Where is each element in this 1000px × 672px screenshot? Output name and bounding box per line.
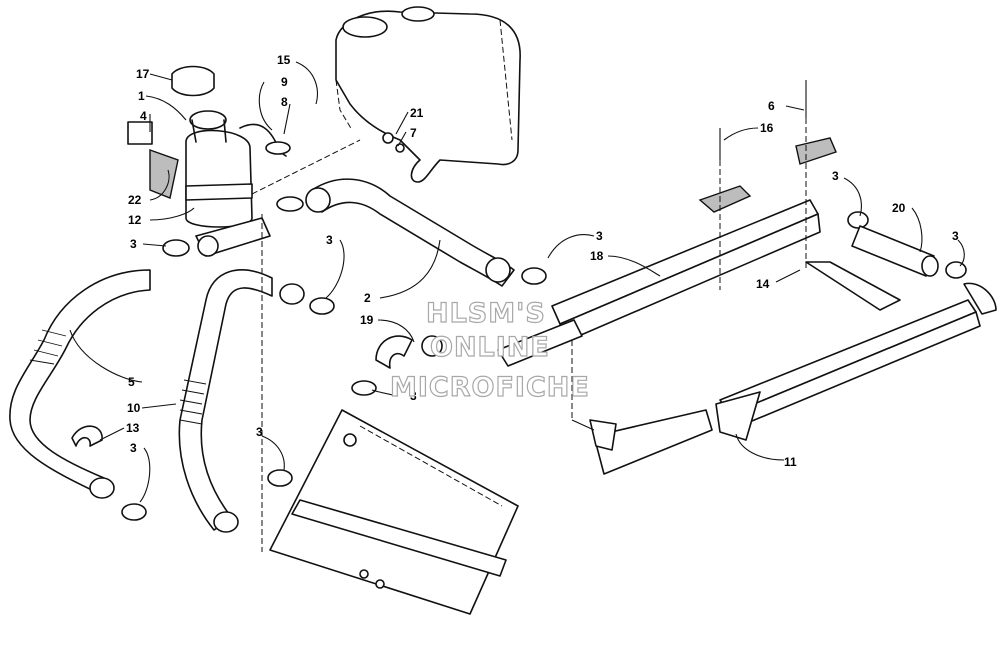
callout-1: 1 bbox=[138, 89, 145, 103]
callout-3: 3 bbox=[410, 389, 417, 403]
callout-20: 20 bbox=[892, 201, 906, 215]
callout-labels: 17 1 4 22 12 3 15 9 8 21 7 3 2 19 3 5 10… bbox=[126, 53, 959, 469]
leader-lines bbox=[69, 61, 965, 503]
callout-5: 5 bbox=[128, 375, 135, 389]
rear-heat-exchanger-14 bbox=[805, 261, 901, 311]
watermark-line-2: ONLINE bbox=[430, 332, 550, 363]
hose-5 bbox=[9, 269, 151, 499]
connector-hose-20 bbox=[851, 225, 939, 277]
callout-9: 9 bbox=[281, 75, 288, 89]
callout-3: 3 bbox=[832, 169, 839, 183]
hose-19 bbox=[375, 335, 413, 369]
heat-exchanger-rail-right bbox=[719, 282, 997, 427]
callout-3: 3 bbox=[130, 441, 137, 455]
callout-7: 7 bbox=[410, 126, 417, 140]
callout-3: 3 bbox=[130, 237, 137, 251]
callout-14: 14 bbox=[756, 277, 770, 291]
hose-10 bbox=[178, 269, 305, 533]
callout-4: 4 bbox=[140, 109, 147, 123]
heat-exchanger-panel bbox=[269, 409, 519, 615]
callout-13: 13 bbox=[126, 421, 140, 435]
callout-3: 3 bbox=[596, 229, 603, 243]
callout-18: 18 bbox=[590, 249, 604, 263]
callout-15: 15 bbox=[277, 53, 291, 67]
hose-2 bbox=[305, 178, 515, 287]
rail-bridge-plate bbox=[497, 319, 583, 367]
callout-10: 10 bbox=[127, 401, 141, 415]
surge-tank bbox=[127, 65, 287, 228]
callout-16: 16 bbox=[760, 121, 774, 135]
callout-2: 2 bbox=[364, 291, 371, 305]
rivets-and-pads bbox=[571, 80, 837, 431]
callout-19: 19 bbox=[360, 313, 374, 327]
callout-3: 3 bbox=[326, 233, 333, 247]
callout-12: 12 bbox=[128, 213, 142, 227]
callout-17: 17 bbox=[136, 67, 150, 81]
callout-11: 11 bbox=[784, 455, 797, 469]
watermark-line-1: HLSM'S bbox=[426, 298, 546, 329]
coolant-tank bbox=[335, 6, 521, 183]
watermark: HLSM'S ONLINE MICROFICHE bbox=[389, 297, 590, 403]
clamps-and-fittings bbox=[71, 132, 967, 521]
heat-exchanger-rail-18 bbox=[551, 199, 821, 339]
callout-3: 3 bbox=[256, 425, 263, 439]
assembly-guide-lines bbox=[251, 139, 361, 552]
callout-3: 3 bbox=[952, 229, 959, 243]
callout-8: 8 bbox=[281, 95, 288, 109]
callout-6: 6 bbox=[768, 99, 775, 113]
watermark-line-3: MICROFICHE bbox=[390, 372, 590, 403]
callout-21: 21 bbox=[410, 106, 424, 120]
end-caps-11 bbox=[589, 391, 761, 475]
callout-22: 22 bbox=[128, 193, 142, 207]
